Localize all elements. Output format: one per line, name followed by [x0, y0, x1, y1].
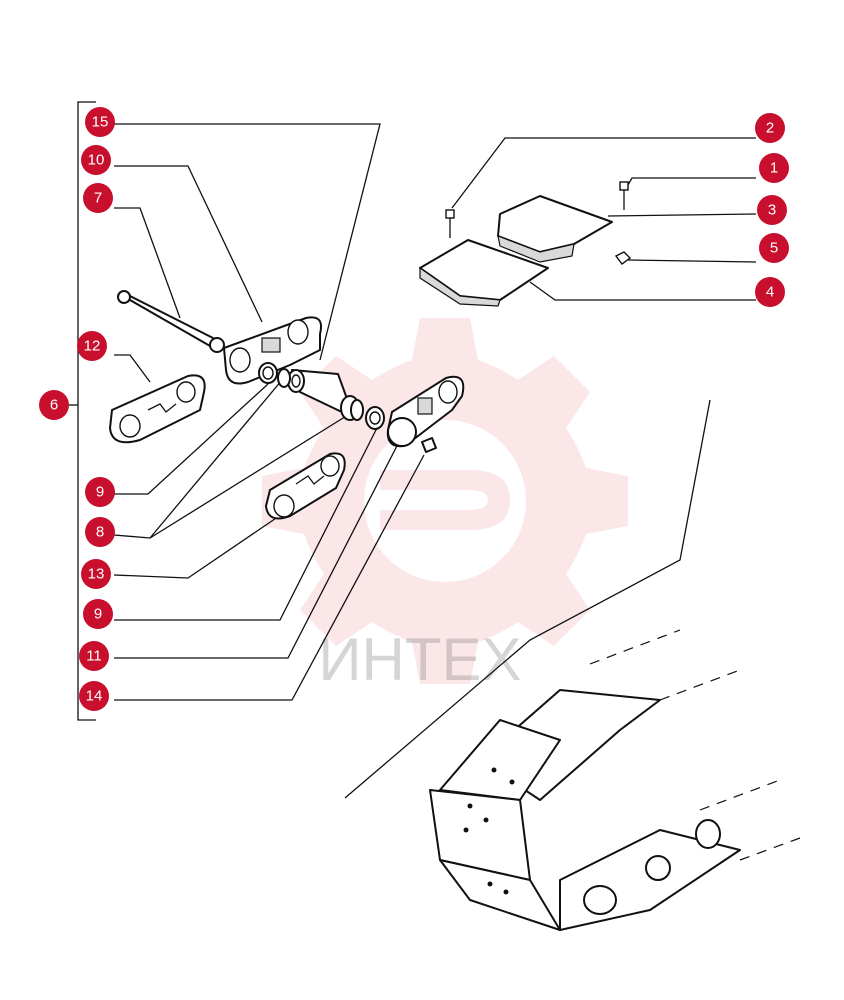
svg-text:11: 11: [86, 648, 102, 665]
callout-7: 7: [83, 183, 113, 213]
shoe-bolt-left: [445, 209, 455, 238]
track-pin: [117, 290, 225, 353]
track-shoe-lower: [419, 239, 549, 307]
leader-lines: [113, 123, 757, 799]
callout-9-lower: 9: [83, 599, 113, 629]
track-shoe-upper: [497, 195, 613, 263]
svg-text:14: 14: [86, 688, 103, 705]
svg-text:1: 1: [770, 160, 778, 177]
callout-6: 6: [39, 390, 69, 420]
shoe-nut: [614, 251, 632, 265]
callout-5: 5: [759, 233, 789, 263]
svg-text:5: 5: [770, 240, 778, 257]
assembled-track-section: [429, 629, 801, 931]
callout-12: 12: [77, 331, 107, 361]
callout-8: 8: [85, 517, 115, 547]
callout-15: 15: [85, 107, 115, 137]
callout-1: 1: [759, 153, 789, 183]
track-link-lower: [386, 375, 465, 448]
svg-text:9: 9: [96, 484, 104, 501]
master-link-lower: [265, 452, 346, 520]
washer-upper-hole: [262, 366, 274, 380]
washer-lower-hole: [369, 411, 381, 425]
shoe-bolt-right: [619, 181, 629, 210]
assembly-bracket: [68, 101, 96, 721]
callout-9-upper: 9: [85, 477, 115, 507]
callout-2: 2: [755, 113, 785, 143]
svg-text:10: 10: [88, 152, 105, 169]
svg-text:8: 8: [96, 524, 104, 541]
svg-text:4: 4: [766, 284, 774, 301]
svg-text:2: 2: [766, 120, 774, 137]
svg-text:9: 9: [94, 606, 102, 623]
svg-text:15: 15: [92, 114, 109, 131]
callout-3: 3: [757, 195, 787, 225]
svg-text:6: 6: [50, 397, 58, 414]
svg-text:7: 7: [94, 190, 102, 207]
svg-text:12: 12: [84, 338, 101, 355]
callout-10: 10: [81, 145, 111, 175]
watermark-text: ИНТЕХ: [318, 626, 521, 693]
lock-pin: [421, 437, 437, 453]
seal-ring-left: [277, 368, 291, 388]
master-link-upper: [109, 374, 206, 444]
seal-ring-right: [350, 399, 364, 421]
svg-text:13: 13: [88, 566, 105, 583]
track-link-upper: [223, 316, 322, 385]
callout-14: 14: [79, 681, 109, 711]
callout-4: 4: [755, 277, 785, 307]
callout-11: 11: [79, 641, 109, 671]
svg-text:3: 3: [768, 202, 776, 219]
callout-13: 13: [81, 559, 111, 589]
